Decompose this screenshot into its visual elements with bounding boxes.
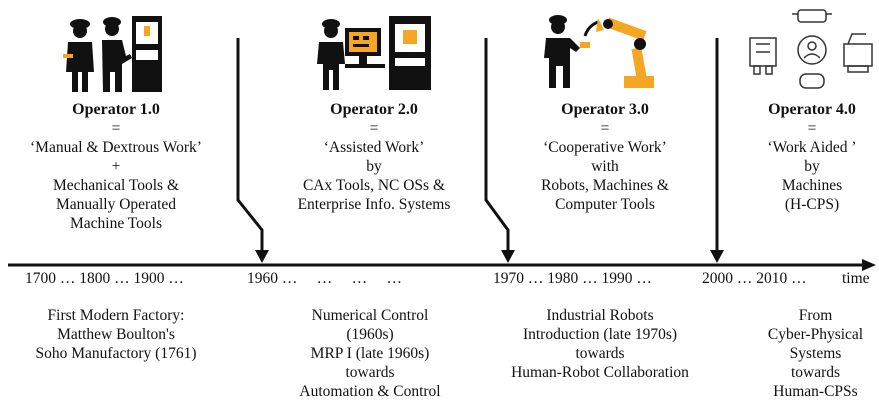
operator-3-icon — [544, 15, 654, 88]
era-4-line: Cyber-Physical — [767, 326, 864, 343]
era-2-line: Automation & Control — [299, 383, 441, 400]
operator-1-line: + — [111, 158, 121, 175]
operator-4-eq: = — [807, 120, 817, 137]
operator-4-line: ‘Work Aided ’ — [767, 139, 857, 156]
operator-1-line: Machine Tools — [69, 215, 163, 232]
operator-2-title: Operator 2.0 — [330, 101, 418, 118]
operator-1-eq: = — [111, 120, 121, 137]
era-divider-arrowhead — [710, 250, 724, 263]
timeline-label: 1960 … … … … — [247, 270, 402, 287]
era-4-block: From Cyber-Physical Systems towards Huma… — [752, 306, 879, 401]
operator-2-block: Operator 2.0 = ‘Assisted Work’ by CAx To… — [260, 100, 488, 214]
era-1-line: First Modern Factory: — [47, 307, 185, 324]
operator-4-line: Machines — [781, 177, 843, 194]
operator-2-icon — [317, 16, 431, 90]
operator-2-line: ‘Assisted Work’ — [323, 139, 425, 156]
operator-3-line: Robots, Machines & — [541, 177, 669, 194]
era-4-line: Human-CPSs — [773, 383, 858, 400]
operator-2-line: by — [366, 158, 382, 175]
era-divider-arrow — [236, 38, 264, 252]
era-2-line: (1960s) — [346, 326, 394, 343]
era-2-line: MRP I (late 1960s) — [310, 345, 430, 362]
operator-1-line: Mechanical Tools & — [52, 177, 180, 194]
timeline-label: 2000 … 2010 … — [702, 270, 807, 287]
operator-2-line: Enterprise Info. Systems — [297, 196, 451, 213]
operator-3-line: ‘Cooperative Work’ — [543, 139, 667, 156]
operator-3-line: Computer Tools — [555, 196, 655, 213]
operator-4-line: by — [804, 158, 820, 175]
operator-1-block: Operator 1.0 = ‘Manual & Dextrous Work’ … — [0, 100, 232, 233]
era-2-line: Numerical Control — [311, 307, 429, 324]
timeline-labels: 1700 … 1800 … 1900 … 1960 … … … … 1970 …… — [0, 270, 879, 292]
era-2-line: towards — [345, 364, 395, 381]
era-divider-arrowhead — [255, 250, 269, 263]
era-3-block: Industrial Robots Introduction (late 197… — [485, 306, 715, 382]
era-1-block: First Modern Factory: Matthew Boulton's … — [0, 306, 232, 363]
era-1-line: Soho Manufactory (1761) — [35, 345, 197, 362]
era-4-line: Systems — [789, 345, 842, 362]
era-1-line: Matthew Boulton's — [57, 326, 175, 343]
operator-1-title: Operator 1.0 — [72, 101, 160, 118]
era-3-line: towards — [575, 345, 625, 362]
era-divider-arrow — [484, 38, 510, 252]
era-2-block: Numerical Control (1960s) MRP I (late 19… — [255, 306, 485, 401]
era-4-line: towards — [790, 364, 841, 381]
era-3-line: Industrial Robots — [546, 307, 654, 324]
operator-4-title: Operator 4.0 — [768, 101, 856, 118]
era-divider-arrowhead — [501, 250, 515, 263]
timeline-label: 1700 … 1800 … 1900 … — [25, 270, 184, 287]
operator-3-eq: = — [600, 120, 610, 137]
operator-3-title: Operator 3.0 — [561, 101, 649, 118]
era-4-line: From — [798, 307, 833, 324]
era-3-line: Human-Robot Collaboration — [511, 364, 689, 381]
operator-3-block: Operator 3.0 = ‘Cooperative Work’ with R… — [505, 100, 705, 214]
operator-2-eq: = — [369, 120, 379, 137]
timeline-label: 1970 … 1980 … 1990 … — [493, 270, 652, 287]
timeline-label-time: time — [842, 270, 870, 287]
era-3-line: Introduction (late 1970s) — [522, 326, 678, 343]
operator-4-block: Operator 4.0 = ‘Work Aided ’ by Machines… — [745, 100, 879, 214]
operator-1-line: Manually Operated — [55, 196, 177, 213]
operator-3-line: with — [591, 158, 619, 175]
operator-2-line: CAx Tools, NC OSs & — [302, 177, 446, 194]
timeline-arrowhead — [862, 259, 876, 271]
operator-4-line: (H-CPS) — [784, 196, 840, 213]
operator-4-icon — [749, 9, 873, 89]
operator-1-icon — [63, 16, 162, 92]
operator-1-line: ‘Manual & Dextrous Work’ — [30, 139, 202, 156]
